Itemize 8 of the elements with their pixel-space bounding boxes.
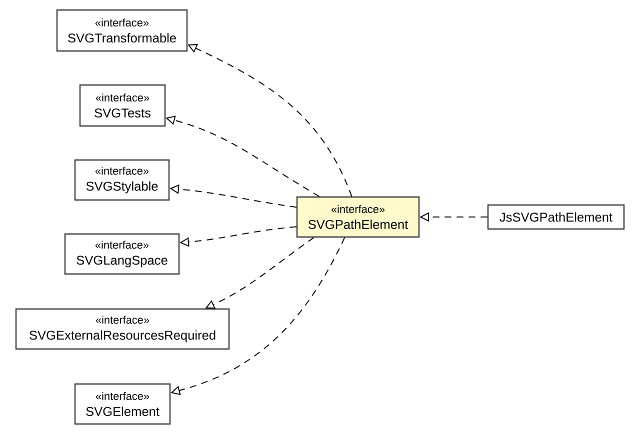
interface-box: «interface» SVGStylable: [74, 159, 170, 201]
interface-box: «interface» SVGLangSpace: [64, 233, 180, 275]
interface-box: «interface» SVGExternalResourcesRequired: [15, 308, 230, 350]
interface-box: «interface» SVGTransformable: [56, 9, 188, 52]
interface-box: «interface» SVGTests: [79, 84, 166, 127]
interface-box: «interface» SVGElement: [74, 383, 171, 425]
interface-box: «interface» SVGPathElement: [296, 196, 420, 238]
class-box: JsSVGPathElement: [487, 204, 625, 230]
